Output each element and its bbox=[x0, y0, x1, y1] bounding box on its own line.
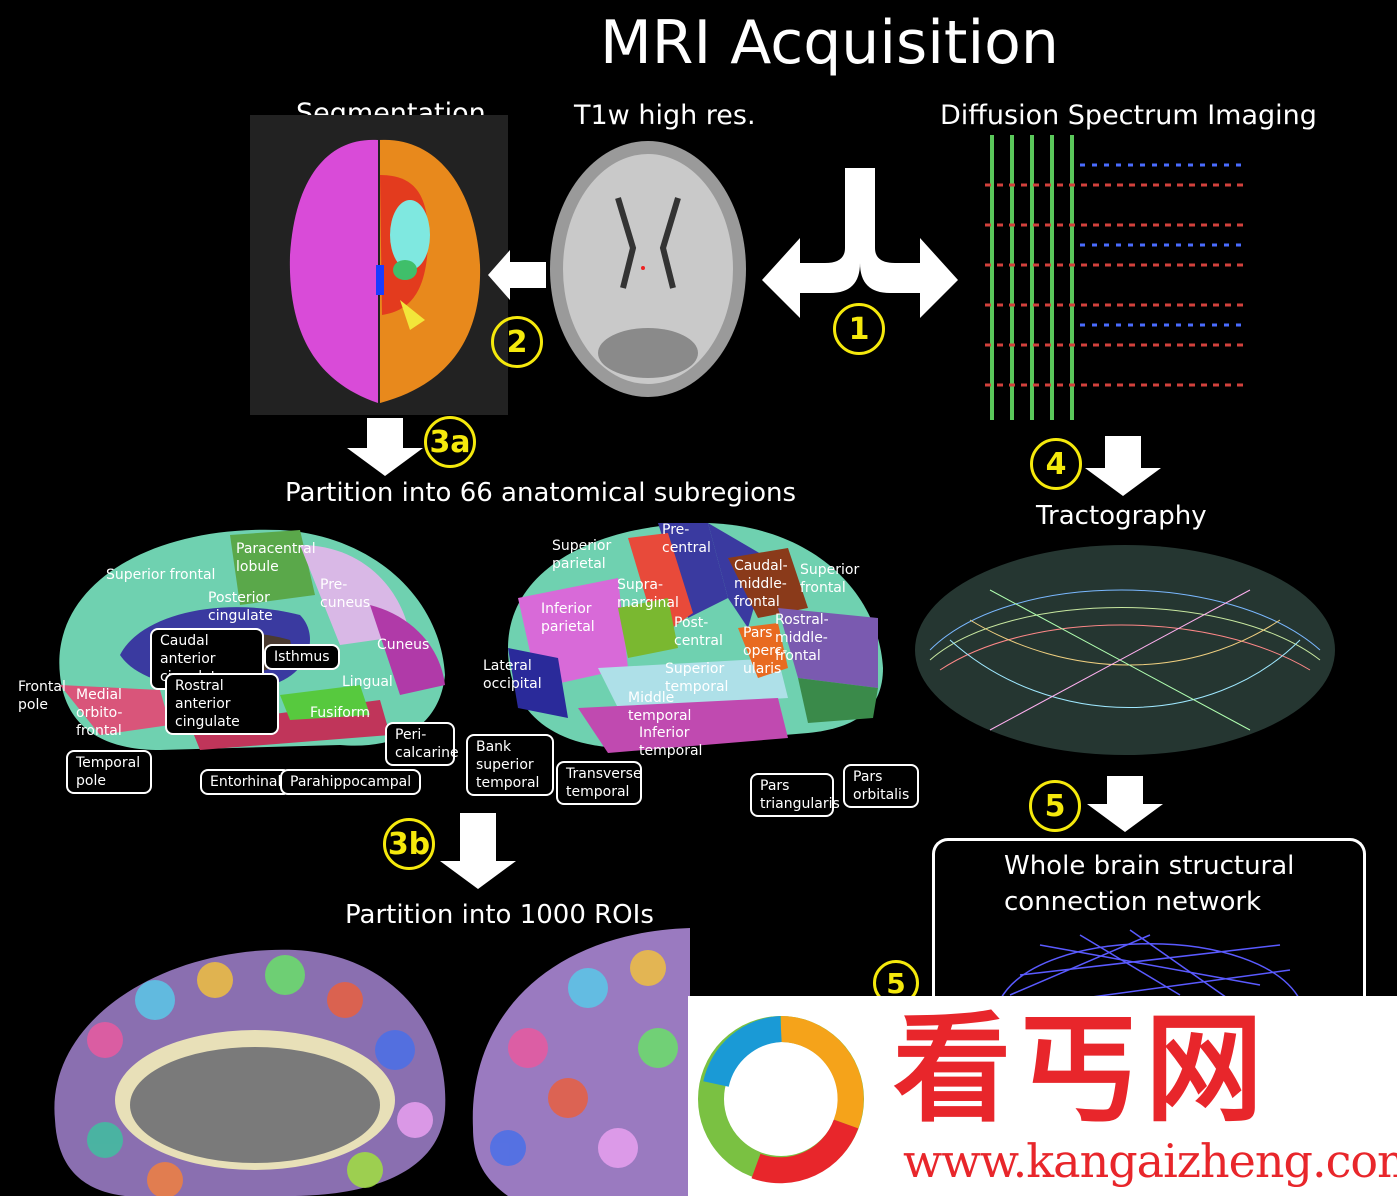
label-inferior-parietal: Inferior parietal bbox=[541, 601, 595, 635]
label-isthmus: Isthmus bbox=[264, 644, 340, 670]
tractography-image bbox=[910, 530, 1340, 770]
label-caudal-middle-frontal: Caudal- middle- frontal bbox=[734, 558, 788, 610]
label-pericalcarine: Peri- calcarine bbox=[385, 722, 459, 766]
split-arrow bbox=[762, 168, 958, 318]
label-middle-temporal: Middle temporal bbox=[628, 690, 692, 724]
label-temporal-pole: Temporal pole bbox=[66, 750, 152, 794]
label-postcentral: Post- central bbox=[674, 615, 723, 649]
step-5-badge: 5 bbox=[1029, 780, 1081, 832]
label-rostral-middle-frontal: Rostral- middle- frontal bbox=[775, 612, 829, 664]
arrow-down-5 bbox=[1087, 776, 1163, 832]
label-lateral-occipital: Lateral occipital bbox=[483, 658, 542, 692]
label-bank-superior-temporal: Bank superior temporal bbox=[466, 734, 554, 796]
watermark-chinese-text: 看丐网 bbox=[893, 999, 1272, 1138]
label-paracentral: Paracentral lobule bbox=[236, 541, 316, 575]
label-precuneus: Pre- cuneus bbox=[320, 577, 371, 611]
label-lingual: Lingual bbox=[342, 674, 393, 690]
step-3b-badge: 3b bbox=[383, 818, 435, 870]
partition-1000-heading: Partition into 1000 ROIs bbox=[345, 900, 654, 930]
step-1-badge: 1 bbox=[833, 303, 885, 355]
step-3a-badge: 3a bbox=[424, 416, 476, 468]
dsi-glyph-image bbox=[980, 125, 1250, 425]
step-4-badge: 4 bbox=[1030, 438, 1082, 490]
lateral-brain-1000-rois bbox=[468, 928, 690, 1196]
label-cuneus: Cuneus bbox=[377, 637, 430, 653]
main-title: MRI Acquisition bbox=[600, 8, 1059, 78]
segmentation-image bbox=[250, 115, 508, 415]
label-supramarginal: Supra- marginal bbox=[617, 577, 679, 611]
network-panel bbox=[932, 838, 1366, 1021]
label-parahippocampal: Parahippocampal bbox=[280, 769, 422, 795]
arrow-to-segmentation bbox=[488, 250, 546, 300]
label-medial-orbitofrontal: Medial orbito-frontal bbox=[76, 687, 123, 739]
label-superior-parietal: Superior parietal bbox=[552, 538, 612, 572]
label-entorhinal: Entorhinal bbox=[200, 769, 292, 795]
t1w-heading: T1w high res. bbox=[574, 100, 756, 131]
watermark-banner: 看丐网 www.kangaizheng.com bbox=[688, 996, 1397, 1196]
label-superior-temporal: Superior temporal bbox=[665, 661, 729, 695]
medial-brain-1000-rois bbox=[45, 940, 455, 1196]
label-fusiform: Fusiform bbox=[310, 705, 370, 721]
network-graph-image bbox=[999, 929, 1301, 1001]
label-inferior-temporal: Inferior temporal bbox=[639, 725, 703, 759]
dsi-heading: Diffusion Spectrum Imaging bbox=[940, 100, 1317, 131]
label-transverse-temporal: Transverse temporal bbox=[556, 761, 642, 805]
label-rostral-anterior-cingulate: Rostral anterior cingulate bbox=[165, 673, 279, 735]
watermark-url: www.kangaizheng.com bbox=[903, 1134, 1397, 1188]
label-pars-triangularis: Pars triangularis bbox=[750, 773, 840, 817]
partition-66-heading: Partition into 66 anatomical subregions bbox=[285, 478, 797, 508]
label-posterior-cingulate: Posterior cingulate bbox=[208, 590, 273, 624]
label-precentral: Pre- central bbox=[662, 522, 711, 556]
label-pars-opercularis: Pars operc- ularis bbox=[743, 625, 788, 677]
step-2-badge: 2 bbox=[491, 316, 543, 368]
label-pars-orbitalis: Pars orbitalis bbox=[843, 764, 919, 808]
arrow-down-3a bbox=[347, 418, 423, 476]
watermark-logo-icon bbox=[698, 1016, 864, 1184]
network-heading: Whole brain structural connection networ… bbox=[1004, 851, 1295, 917]
arrow-down-3b bbox=[440, 813, 516, 889]
t1w-mri-image bbox=[548, 138, 748, 400]
lateral-brain-parcellation bbox=[478, 518, 888, 768]
label-superior-frontal-lateral: Superior frontal bbox=[800, 562, 860, 596]
tractography-heading: Tractography bbox=[1036, 501, 1207, 531]
arrow-down-4 bbox=[1085, 436, 1161, 496]
label-frontal-pole: Frontal pole bbox=[18, 679, 66, 713]
label-superior-frontal-medial: Superior frontal bbox=[106, 567, 216, 583]
